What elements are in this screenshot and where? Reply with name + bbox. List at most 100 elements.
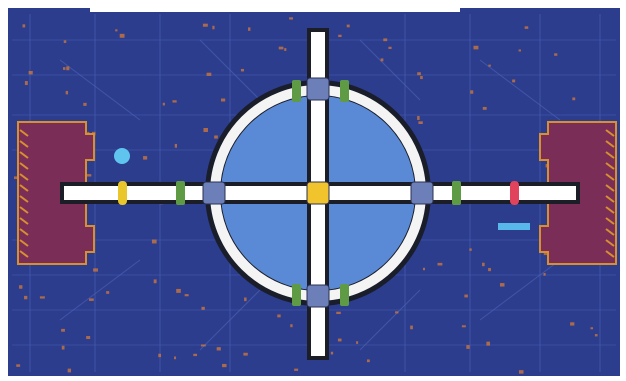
circuit-dot [66, 66, 69, 70]
circuit-dot [174, 356, 176, 359]
circuit-dot [469, 248, 471, 250]
marker-top-left-green[interactable] [292, 80, 301, 102]
circuit-dot [217, 347, 221, 350]
marker-bottom-left-green[interactable] [292, 284, 301, 306]
circuit-dot [290, 324, 292, 327]
circuit-dot [483, 107, 487, 110]
circuit-dot [25, 81, 28, 85]
node-bottom[interactable] [307, 285, 329, 307]
circuit-dot [383, 38, 387, 41]
circuit-dot [420, 76, 423, 79]
circuit-dot [40, 296, 45, 298]
circuit-dot [388, 47, 391, 49]
circuit-dot [143, 156, 147, 159]
circuit-dot [19, 285, 22, 288]
circuit-dot [543, 273, 545, 276]
marker-bottom-right-green[interactable] [340, 284, 349, 306]
circuit-dot [172, 100, 176, 102]
circuit-dot [61, 329, 65, 332]
circuit-dot [185, 294, 189, 296]
circuit-dot [106, 291, 109, 294]
circuit-dot [289, 17, 293, 19]
circuit-dot [417, 116, 420, 120]
circuit-dot [470, 90, 473, 93]
circuit-dot [175, 144, 177, 148]
circuit-dot [23, 24, 26, 27]
circuit-dot [244, 298, 247, 302]
circuit-dot [417, 72, 421, 75]
circuit-dot [203, 24, 208, 27]
circuit-dot [488, 268, 491, 271]
circuit-dot [464, 295, 468, 298]
circuit-dot [176, 289, 181, 293]
node-top[interactable] [307, 78, 329, 100]
circuit-dot [395, 311, 398, 313]
circuit-dot [201, 307, 204, 310]
circuit-dot [482, 263, 485, 266]
circuit-dot [410, 326, 413, 330]
circuit-dot [519, 49, 521, 51]
circuit-dot [154, 279, 157, 283]
circuit-dot [93, 268, 98, 271]
marker-right-green[interactable] [452, 181, 461, 205]
circuit-dot [519, 370, 524, 374]
circuit-dot [248, 27, 250, 30]
circuit-dot [512, 80, 515, 83]
marker-left-yellow[interactable] [118, 181, 127, 205]
circuit-dot [201, 344, 206, 346]
circuit-dot [500, 283, 505, 286]
circuit-dot [24, 296, 27, 299]
circuit-dot [279, 47, 284, 50]
circuit-dot [554, 53, 557, 55]
node-center[interactable] [307, 182, 329, 204]
circuit-dot [241, 69, 244, 72]
circuit-dot [418, 121, 422, 124]
circuit-dot [64, 40, 67, 43]
node-right[interactable] [411, 182, 433, 204]
marker-top-right-green[interactable] [340, 80, 349, 102]
circuit-dot [277, 314, 280, 317]
circuit-dot [466, 345, 469, 349]
circuit-dot [338, 35, 341, 37]
circuit-dot [367, 359, 370, 362]
circuit-dot [115, 29, 117, 31]
circuit-dot [212, 26, 214, 29]
circuit-dot [29, 71, 33, 74]
circuit-dot [207, 73, 212, 76]
circuit-dot [331, 352, 333, 355]
circuit-dot [243, 353, 247, 356]
circuit-dot [336, 312, 341, 314]
circuit-dot [284, 48, 286, 51]
circuit-dot [68, 369, 71, 373]
marker-right-red[interactable] [510, 181, 519, 205]
circuit-dot [214, 135, 218, 138]
circuit-dot [488, 65, 490, 67]
circuit-dot [347, 25, 350, 28]
node-left[interactable] [203, 182, 225, 204]
top-gap [90, 0, 460, 12]
cyan-beacon-icon[interactable] [114, 148, 130, 164]
circuit-dot [63, 67, 65, 70]
circuit-dot [356, 341, 358, 344]
circuit-dot [473, 46, 478, 50]
circuit-dot [570, 322, 574, 325]
circuit-dot [572, 97, 575, 100]
circuit-dot [381, 58, 384, 61]
cyan-bar-icon[interactable] [498, 223, 530, 230]
circuit-dot [120, 34, 125, 38]
circuit-dot [525, 26, 529, 29]
circuit-dot [158, 354, 161, 357]
circuit-dot [193, 354, 197, 356]
circuit-dot [462, 325, 466, 327]
circuit-dot [62, 346, 65, 350]
circuit-dot [66, 91, 68, 94]
circuit-dot [423, 268, 425, 270]
circuit-dot [595, 334, 598, 336]
circuit-dot [86, 174, 91, 176]
marker-left-green[interactable] [176, 181, 185, 205]
circuit-dot [221, 99, 225, 102]
circuit-dot [203, 128, 207, 132]
circuit-dot [294, 369, 298, 371]
